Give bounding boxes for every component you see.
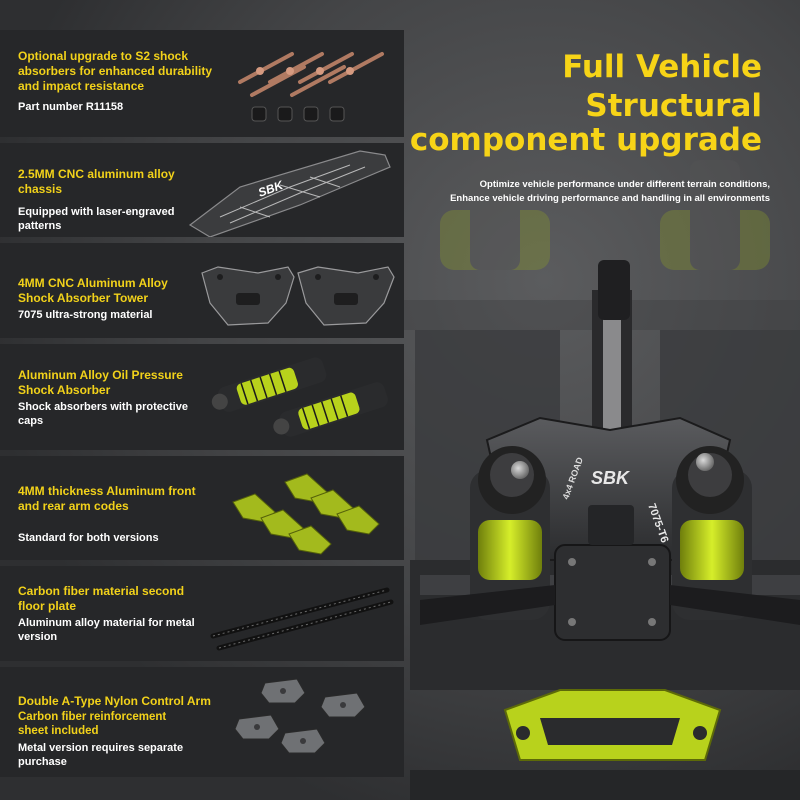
feature-panel-arm-codes: 4MM thickness Aluminum front and rear ar… [0, 456, 404, 560]
chassis-plate-icon: SBK [188, 150, 391, 237]
feature-desc: Carbon fiber reinforcement sheet include… [18, 711, 167, 737]
feature-title: Carbon fiber material second floor plate [18, 584, 185, 613]
feature-panel-shock-tower: 4MM CNC Aluminum Alloy Shock Absorber To… [0, 243, 404, 338]
subtitle-line-2: Enhance vehicle driving performance and … [450, 193, 770, 204]
feature-desc: 7075 ultra-strong material [18, 309, 153, 321]
feature-desc: Shock absorbers with protective caps [18, 401, 188, 427]
headline-line-3: component upgrade [409, 122, 762, 158]
feature-title: Double A-Type Nylon Control Arm [18, 694, 211, 708]
oil-shock-icon [211, 357, 388, 437]
shock-shaft-set-icon [238, 52, 384, 122]
feature-panel-chassis: 2.5MM CNC aluminum alloy chassis Equippe… [0, 143, 404, 237]
feature-title: 4MM thickness Aluminum front and rear ar… [18, 484, 196, 513]
headline-line-1: Full Vehicle [562, 49, 762, 85]
subtitle-line-1: Optimize vehicle performance under diffe… [479, 179, 770, 190]
feature-title: 2.5MM CNC aluminum alloy chassis [18, 167, 175, 196]
feature-panel-control-arm: Double A-Type Nylon Control Arm Carbon f… [0, 667, 404, 777]
feature-desc: Part number R11158 [18, 101, 124, 113]
feature-title: Optional upgrade to S2 shock absorbers f… [18, 49, 213, 93]
feature-desc: Equipped with laser-engraved patterns [18, 206, 175, 232]
feature-title: Aluminum Alloy Oil Pressure Shock Absorb… [18, 368, 183, 397]
tower-brand-marking: SBK [591, 468, 631, 488]
front-shock-left [470, 446, 550, 620]
feature-desc-extra: Metal version requires separate purchase [18, 742, 184, 768]
feature-panel-shock-shafts: Optional upgrade to S2 shock absorbers f… [0, 30, 404, 137]
front-shock-right [672, 446, 752, 620]
feature-panel-oil-shock: Aluminum Alloy Oil Pressure Shock Absorb… [0, 344, 404, 450]
feature-desc: Aluminum alloy material for metal versio… [18, 617, 195, 643]
arm-code-icon [232, 473, 380, 555]
headline-line-2: Structural [585, 88, 762, 124]
control-arm-icon [234, 678, 366, 754]
shock-tower-icon [201, 266, 395, 326]
feature-desc: Standard for both versions [18, 532, 159, 544]
feature-panel-carbon-plate: Carbon fiber material second floor plate… [0, 566, 404, 661]
carbon-plate-icon [210, 587, 394, 651]
feature-title: 4MM CNC Aluminum Alloy Shock Absorber To… [18, 276, 168, 305]
